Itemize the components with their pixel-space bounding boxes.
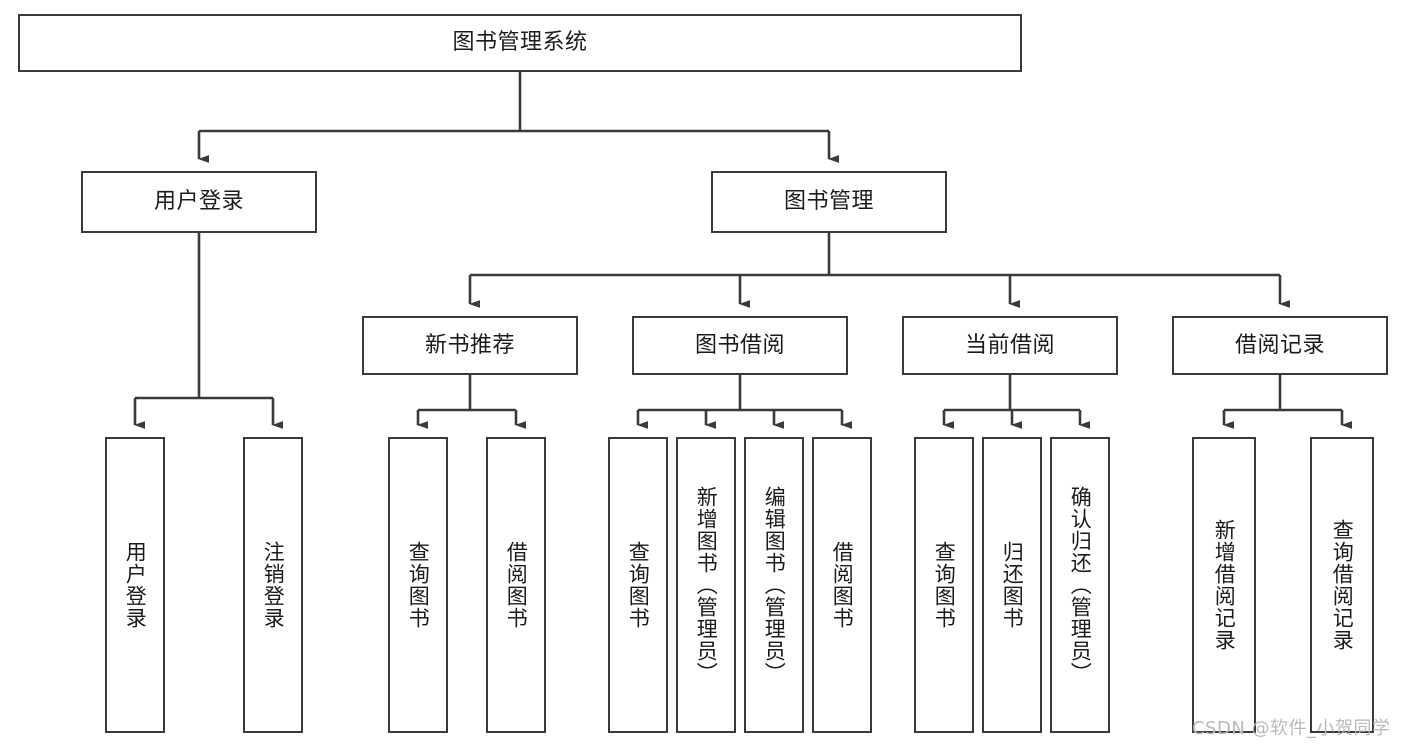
node-leaf-12-label: 新增借阅记录 <box>1212 519 1237 651</box>
node-level3-3[interactable]: 当前借阅 <box>902 316 1118 375</box>
node-leaf-9[interactable]: 查询图书 <box>914 437 974 733</box>
node-leaf-13[interactable]: 查询借阅记录 <box>1310 437 1374 733</box>
node-leaf-2[interactable]: 注销登录 <box>243 437 303 733</box>
node-leaf-13-label: 查询借阅记录 <box>1330 519 1355 651</box>
node-leaf-4[interactable]: 借阅图书 <box>486 437 546 733</box>
node-leaf-10-label: 归还图书 <box>1000 541 1025 629</box>
node-leaf-3[interactable]: 查询图书 <box>388 437 448 733</box>
node-root-system[interactable]: 图书管理系统 <box>18 14 1022 72</box>
node-level2-1-label: 用户登录 <box>153 189 244 215</box>
watermark-credit: CSDN @软件_小贺同学 <box>1192 718 1391 739</box>
node-leaf-6-label: 新增图书（管理员） <box>694 486 719 684</box>
node-root-system-label: 图书管理系统 <box>452 30 588 56</box>
node-leaf-5[interactable]: 查询图书 <box>608 437 668 733</box>
node-leaf-11[interactable]: 确认归还（管理员） <box>1050 437 1110 733</box>
node-level3-3-label: 当前借阅 <box>964 332 1055 358</box>
node-leaf-7[interactable]: 编辑图书（管理员） <box>744 437 804 733</box>
node-leaf-9-label: 查询图书 <box>932 541 957 629</box>
node-level2-2-label: 图书管理 <box>783 189 874 215</box>
node-level3-2-label: 图书借阅 <box>694 332 785 358</box>
node-leaf-2-label: 注销登录 <box>261 541 286 629</box>
node-leaf-8-label: 借阅图书 <box>830 541 855 629</box>
node-leaf-7-label: 编辑图书（管理员） <box>762 486 787 684</box>
node-level3-1[interactable]: 新书推荐 <box>362 316 578 375</box>
node-level2-1[interactable]: 用户登录 <box>81 171 317 233</box>
node-leaf-1-label: 用户登录 <box>123 541 148 629</box>
node-leaf-8[interactable]: 借阅图书 <box>812 437 872 733</box>
node-level3-4-label: 借阅记录 <box>1234 332 1325 358</box>
node-leaf-5-label: 查询图书 <box>626 541 651 629</box>
node-leaf-11-label: 确认归还（管理员） <box>1068 486 1093 684</box>
node-level3-2[interactable]: 图书借阅 <box>632 316 848 375</box>
node-level2-2[interactable]: 图书管理 <box>711 171 947 233</box>
node-level3-1-label: 新书推荐 <box>424 332 515 358</box>
node-leaf-4-label: 借阅图书 <box>504 541 529 629</box>
node-level3-4[interactable]: 借阅记录 <box>1172 316 1388 375</box>
node-leaf-6[interactable]: 新增图书（管理员） <box>676 437 736 733</box>
node-leaf-1[interactable]: 用户登录 <box>105 437 165 733</box>
node-leaf-12[interactable]: 新增借阅记录 <box>1192 437 1256 733</box>
node-leaf-10[interactable]: 归还图书 <box>982 437 1042 733</box>
node-leaf-3-label: 查询图书 <box>406 541 431 629</box>
